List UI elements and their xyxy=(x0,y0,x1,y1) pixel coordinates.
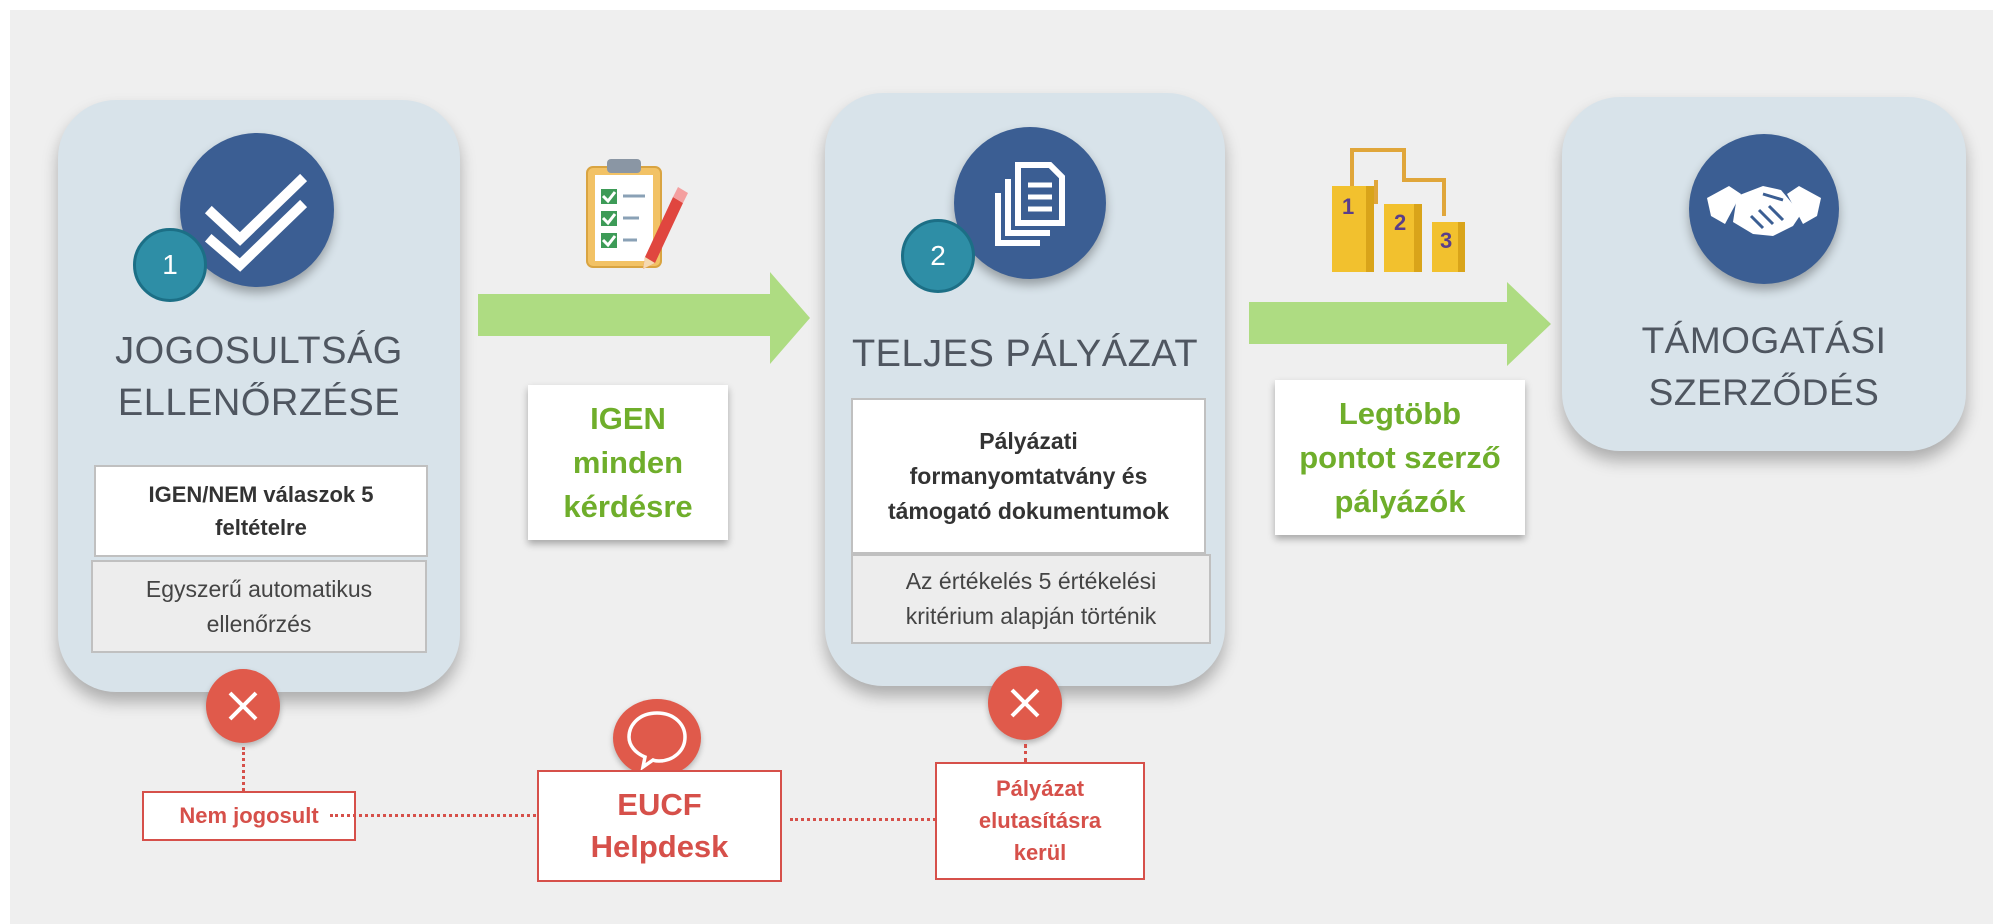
step-2-note-box: Az értékelés 5 értékelési kritérium alap… xyxy=(851,554,1211,644)
close-icon xyxy=(228,691,258,721)
step-2-criteria-box: Pályázati formanyomtatvány és támogató d… xyxy=(851,398,1206,554)
connector-1-vertical xyxy=(242,747,245,791)
step-2-number-badge: 2 xyxy=(901,219,975,293)
podium-third-label: 3 xyxy=(1440,228,1452,253)
not-eligible-box: Nem jogosult xyxy=(142,791,356,841)
connector-2-vertical xyxy=(1024,744,1027,762)
rejected-box: Pályázat elutasításra kerül xyxy=(935,762,1145,880)
step-1-title: JOGOSULTSÁG ELLENŐRZÉSE xyxy=(58,325,460,429)
step-2-icon-circle xyxy=(954,127,1106,279)
step-3-icon-circle xyxy=(1689,134,1839,284)
helpdesk-speech-bubble xyxy=(613,699,701,777)
podium-first-label: 1 xyxy=(1342,194,1354,219)
documents-icon xyxy=(995,162,1065,246)
transition-2-label: Legtöbb pontot szerző pályázók xyxy=(1275,380,1525,535)
step-3-title-line2: SZERZŐDÉS xyxy=(1648,372,1880,413)
step-1-criteria-box: IGEN/NEM válaszok 5 feltételre xyxy=(94,465,428,557)
podium-icon: 1 2 3 xyxy=(1332,148,1465,272)
rejection-1-circle xyxy=(206,669,280,743)
arrow-2 xyxy=(1249,282,1551,366)
arrow-1 xyxy=(478,272,810,364)
connector-left-helpdesk xyxy=(330,814,536,817)
step-1-number-badge: 1 xyxy=(133,228,207,302)
step-3-title-line1: TÁMOGATÁSI xyxy=(1641,320,1887,361)
helpdesk-box[interactable]: EUCF Helpdesk xyxy=(537,770,782,882)
connector-helpdesk-right xyxy=(790,818,936,821)
transition-1-label: IGEN minden kérdésre xyxy=(528,385,728,540)
speech-bubble-icon xyxy=(627,711,687,771)
step-1-note-box: Egyszerű automatikus ellenőrzés xyxy=(91,560,427,653)
step-1-title-line1: JOGOSULTSÁG xyxy=(115,330,403,372)
rejection-2-circle xyxy=(988,666,1062,740)
checklist-icon xyxy=(586,159,688,269)
step-3-title: TÁMOGATÁSI SZERZŐDÉS xyxy=(1562,315,1966,419)
close-icon xyxy=(1010,688,1040,718)
handshake-icon xyxy=(1707,186,1821,236)
double-check-icon xyxy=(204,173,308,272)
step-1-title-line2: ELLENŐRZÉSE xyxy=(117,382,401,424)
step-2-title: TELJES PÁLYÁZAT xyxy=(851,333,1199,375)
podium-second-label: 2 xyxy=(1394,210,1406,235)
